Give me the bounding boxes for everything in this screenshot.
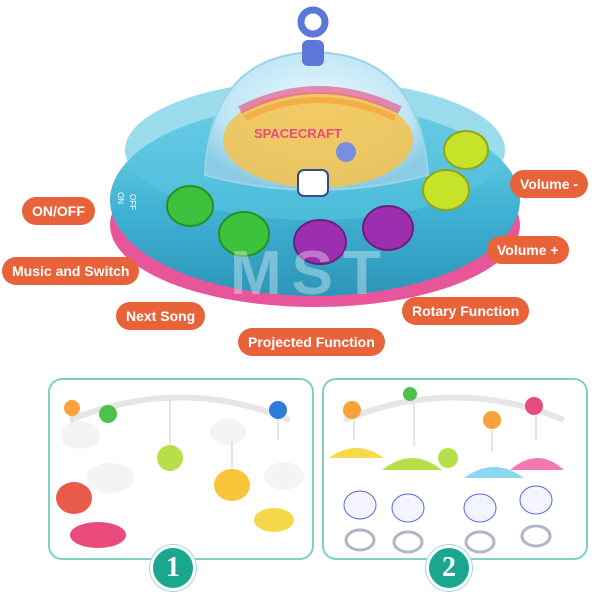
- volume-up-button: [422, 169, 470, 211]
- callout-music-switch: Music and Switch: [2, 257, 140, 285]
- switch-off-label: OFF: [128, 194, 137, 210]
- mobile-illustration-2: [329, 387, 566, 554]
- callout-on-off: ON/OFF: [22, 197, 95, 225]
- mobile-illustration-1: [56, 394, 304, 548]
- robot-figure: [297, 169, 329, 197]
- callout-volume-up: Volume +: [487, 236, 569, 264]
- callout-volume-down: Volume -: [510, 170, 589, 198]
- panel-mobile-2: [322, 378, 588, 560]
- ufo-music-box: SPACECRAFT ON OFF: [110, 6, 520, 307]
- volume-down-button: [443, 130, 489, 170]
- panel-mobile-1: [48, 378, 314, 560]
- callout-next-song: Next Song: [116, 302, 206, 330]
- callout-rotary: Rotary Function: [402, 297, 530, 325]
- top-knob: [297, 6, 329, 38]
- dome-label: SPACECRAFT: [254, 126, 342, 141]
- panel-badge-1: 1: [150, 545, 196, 591]
- music-switch-button: [218, 211, 270, 257]
- switch-on-label: ON: [116, 192, 125, 204]
- watermark: MST: [230, 239, 391, 308]
- panel-badge-2: 2: [426, 545, 472, 591]
- next-song-button: [293, 219, 347, 265]
- callout-projected: Projected Function: [238, 328, 385, 356]
- projected-button: [362, 205, 414, 251]
- on-off-button: [166, 185, 214, 227]
